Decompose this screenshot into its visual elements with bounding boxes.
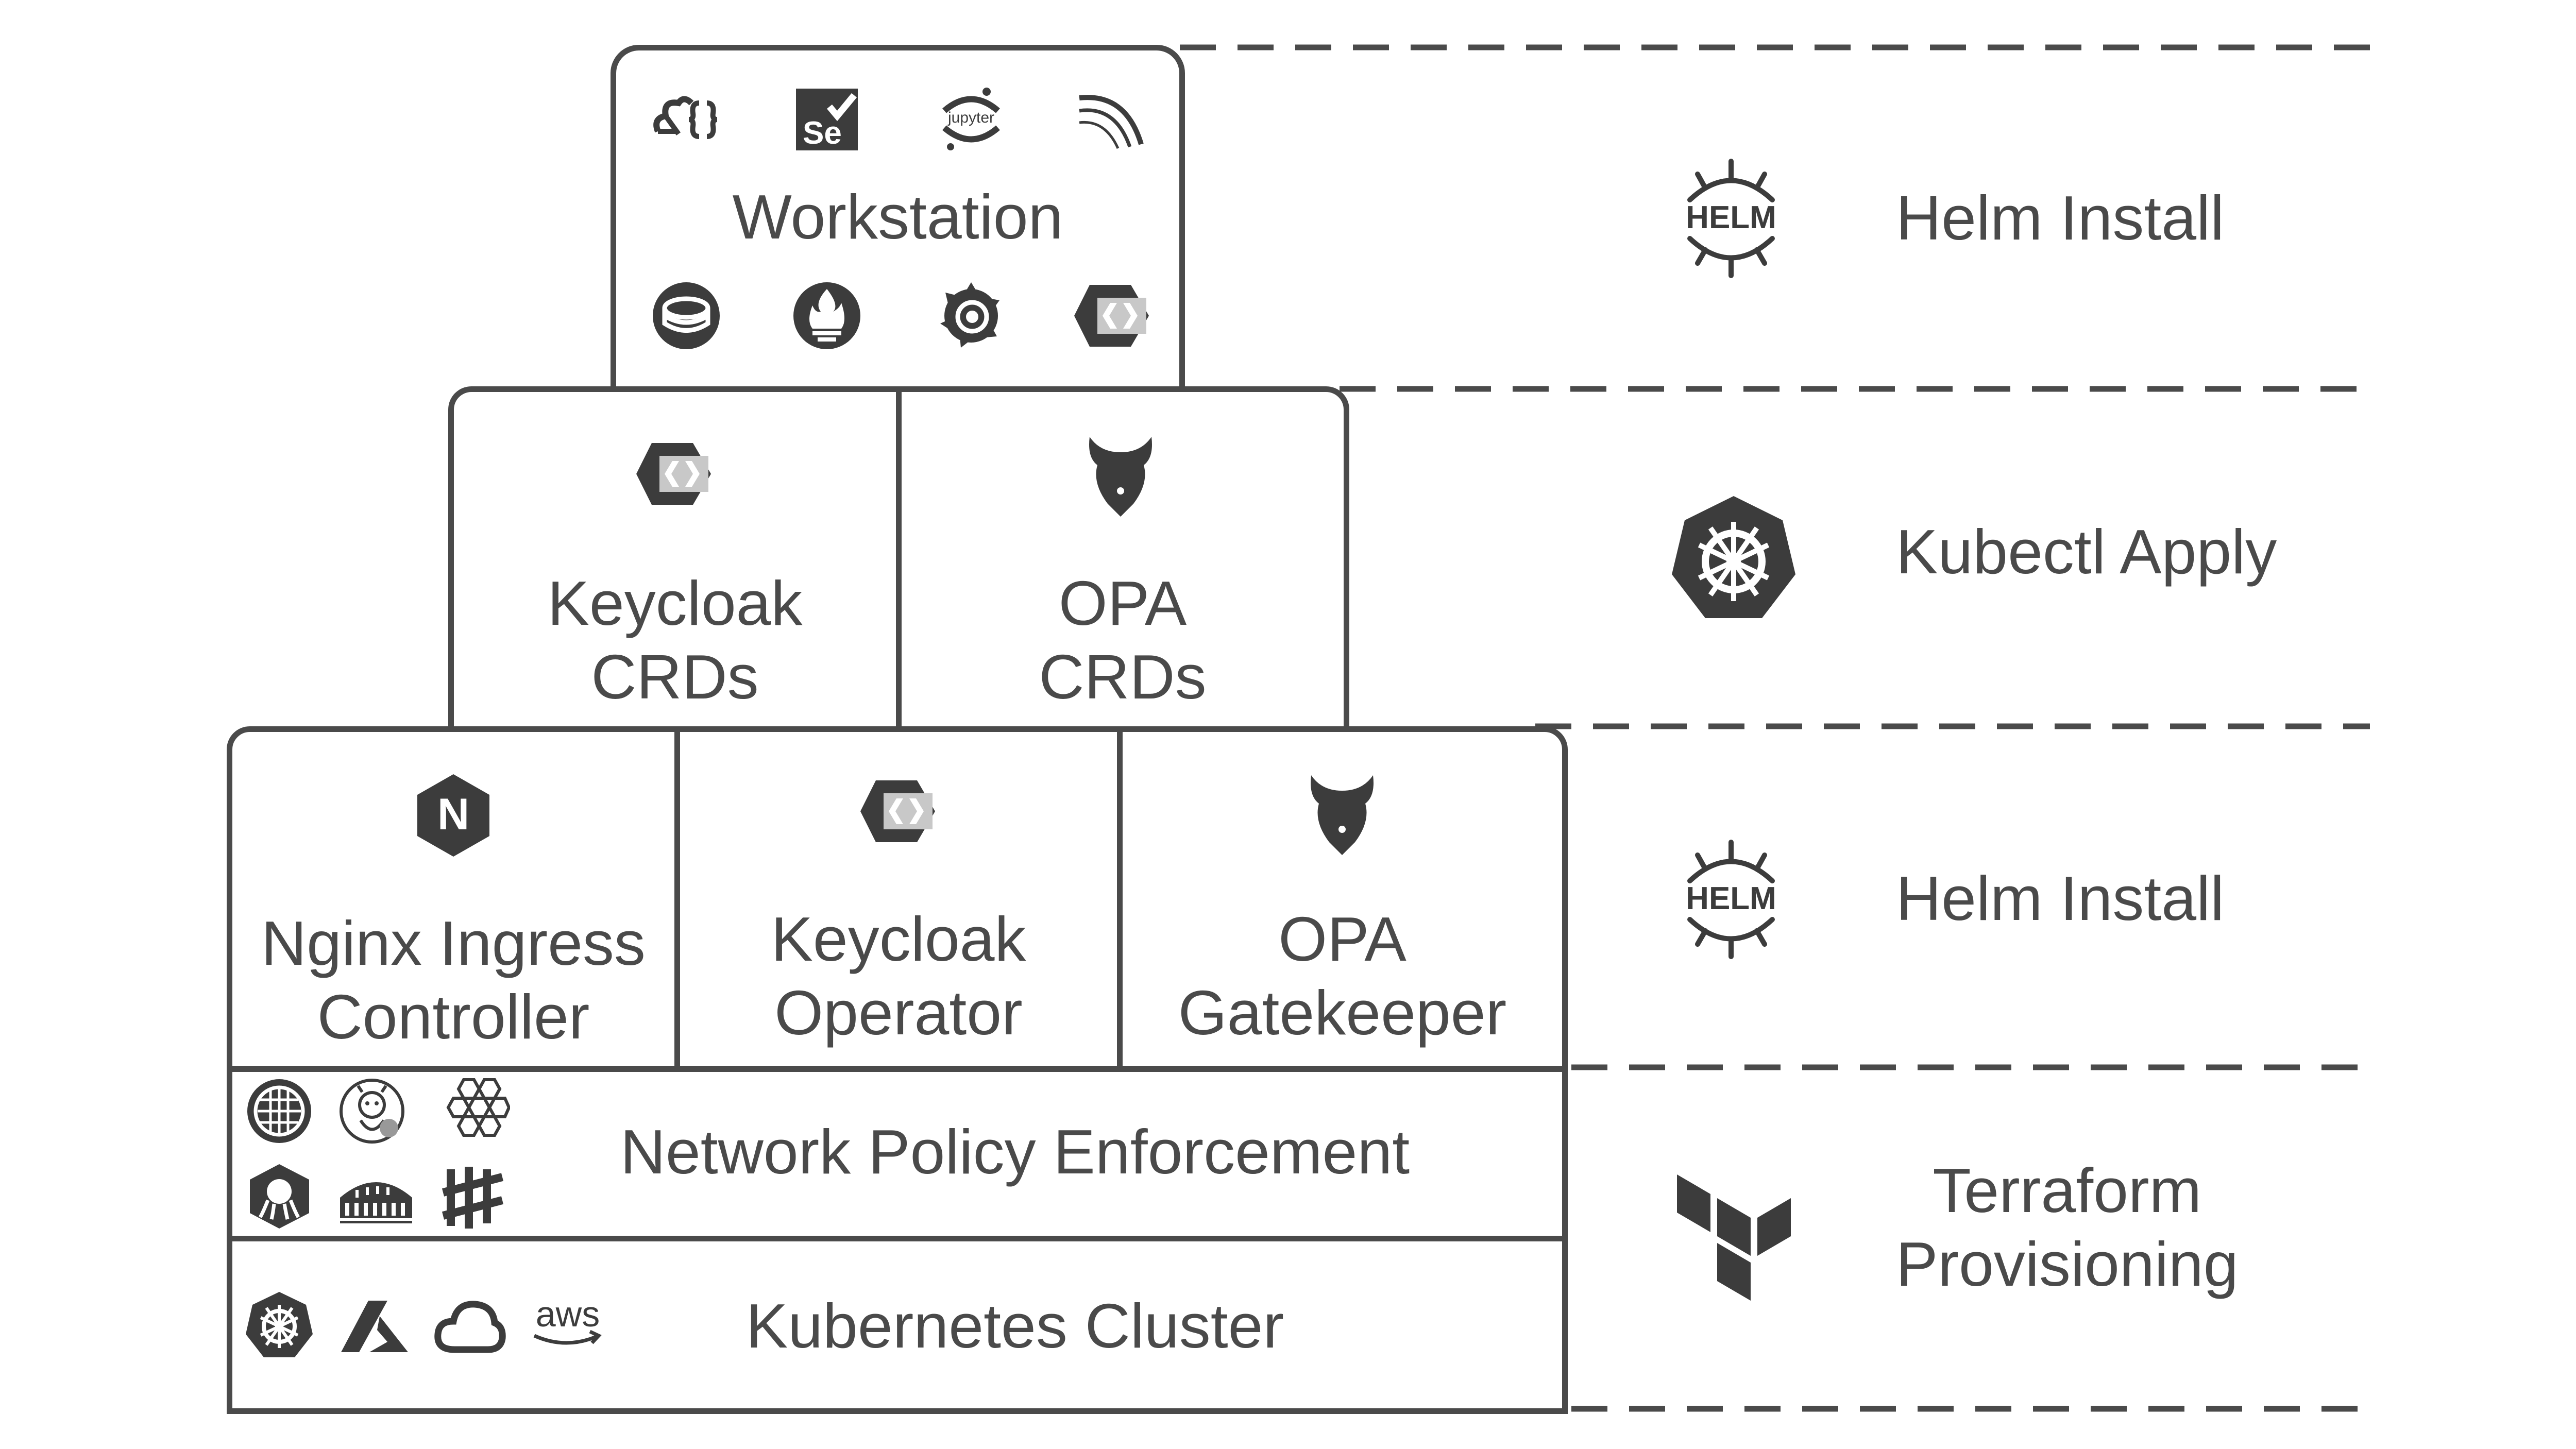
jupyter-icon-text: jupyter — [947, 109, 994, 126]
network-policy-label: Network Policy Enforcement — [620, 1117, 1410, 1187]
keycloak-crds-line1: Keycloak — [547, 568, 803, 638]
keycloak-icon — [636, 443, 711, 505]
opa-icon — [1089, 437, 1152, 517]
google-cloud-icon — [434, 1301, 506, 1353]
prometheus-icon — [793, 282, 860, 349]
opa-gatekeeper-box — [1117, 726, 1568, 1071]
romana-icon — [340, 1182, 412, 1223]
opa-crds-box — [896, 386, 1349, 731]
aws-icon-text: aws — [536, 1295, 600, 1334]
keycloak-icon — [860, 780, 935, 842]
keycloak-operator-line1: Keycloak — [771, 904, 1026, 974]
nginx-icon-text: N — [437, 790, 469, 839]
opa-gatekeeper-label: OPA Gatekeeper — [1117, 902, 1568, 1049]
helm-icon-text: HELM — [1686, 200, 1776, 235]
keycloak-operator-label: Keycloak Operator — [674, 902, 1123, 1049]
kubernetes-cluster-label: Kubernetes Cluster — [745, 1291, 1284, 1361]
grafana-icon — [940, 282, 999, 348]
selenium-icon-text: Se — [803, 115, 842, 151]
database-icon — [653, 282, 720, 349]
terraform-icon — [1677, 1174, 1791, 1301]
nginx-ingress-line2: Controller — [317, 981, 590, 1052]
stage-label-terraform: Terraform Provisioning — [1896, 1154, 2239, 1301]
jupyter-icon: jupyter — [942, 88, 1000, 150]
opa-icon — [1311, 775, 1374, 855]
stage-label-helm-install-bottom: Helm Install — [1896, 863, 2225, 933]
helm-icon: HELM — [1686, 159, 1776, 278]
azure-icon — [341, 1301, 408, 1352]
opa-gatekeeper-line2: Gatekeeper — [1178, 977, 1507, 1048]
nginx-ingress-label: Nginx Ingress Controller — [227, 907, 680, 1053]
helm-icon-text: HELM — [1686, 881, 1776, 916]
cilium-icon — [446, 1078, 510, 1137]
kubernetes-cluster-box — [227, 1236, 1568, 1414]
kubernetes-icon — [246, 1292, 313, 1357]
workstation-label: Workstation — [732, 182, 1063, 252]
keycloak-icon — [1074, 285, 1149, 347]
opa-gatekeeper-line1: OPA — [1278, 904, 1406, 974]
aws-icon: aws — [533, 1295, 602, 1345]
stage-label-kubectl-apply: Kubectl Apply — [1896, 517, 2277, 587]
keycloak-crds-label: Keycloak CRDs — [448, 567, 902, 713]
opa-crds-line1: OPA — [1058, 568, 1187, 638]
selenium-icon: Se — [796, 89, 858, 151]
helm-icon: HELM — [1686, 840, 1776, 959]
antrea-icon — [442, 1167, 504, 1229]
terraform-label-line2: Provisioning — [1896, 1229, 2239, 1299]
calico-icon — [247, 1079, 311, 1143]
nginx-ingress-line1: Nginx Ingress — [261, 908, 646, 978]
opa-crds-label: OPA CRDs — [896, 567, 1349, 713]
weave-icon — [250, 1164, 309, 1229]
opa-crds-line2: CRDs — [1039, 641, 1207, 712]
stage-label-helm-install-top: Helm Install — [1896, 183, 2225, 253]
kube-router-icon — [340, 1079, 404, 1144]
jsonnet-icon — [653, 96, 718, 139]
keycloak-crds-line2: CRDs — [591, 641, 759, 712]
keycloak-operator-line2: Operator — [774, 977, 1023, 1048]
web-icon — [1079, 95, 1144, 149]
kubernetes-icon — [1672, 496, 1795, 618]
nginx-icon: N — [417, 774, 489, 857]
terraform-label-line1: Terraform — [1933, 1155, 2202, 1225]
